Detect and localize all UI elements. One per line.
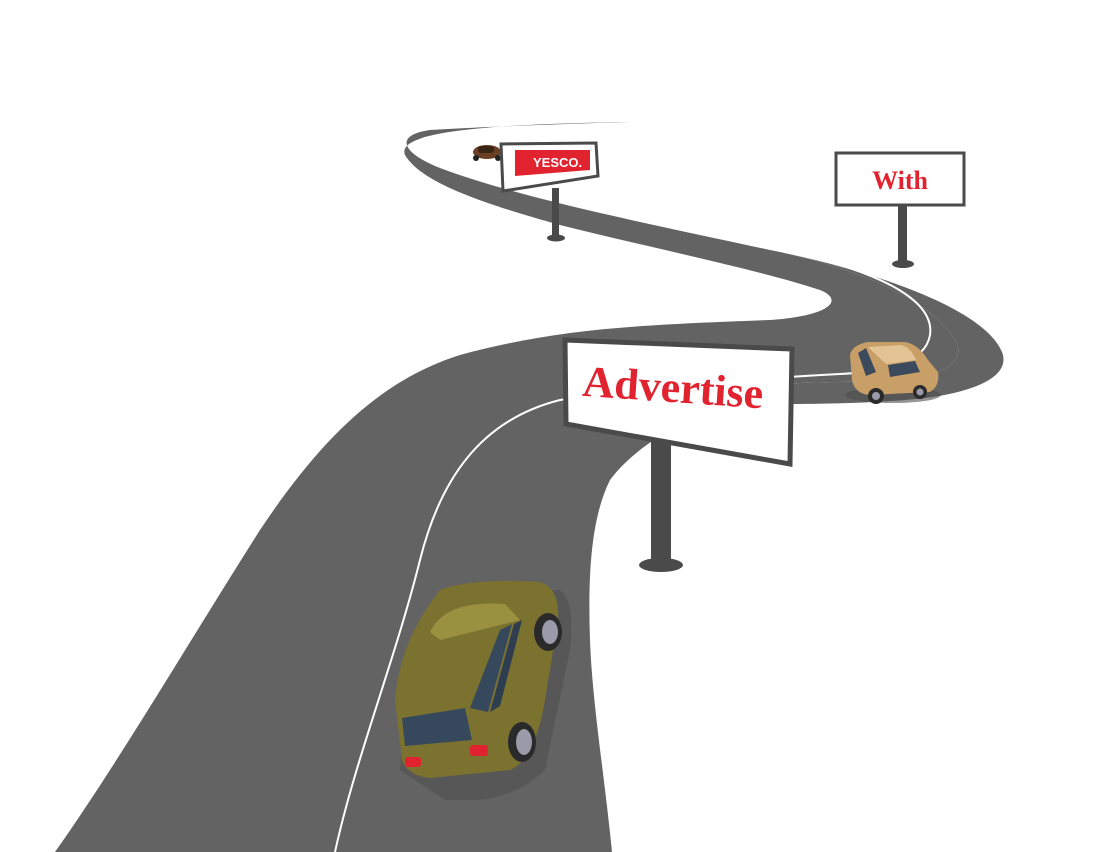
car-far (473, 145, 501, 161)
car-front (395, 581, 572, 800)
billboard-right-text: With (872, 166, 928, 195)
car-front-rear-window (402, 708, 472, 746)
billboard-far-text: YESCO. (533, 155, 582, 170)
billboard-right: With (834, 151, 966, 268)
car-mid (845, 342, 941, 404)
billboard-main: Advertise (562, 337, 795, 572)
billboard-far: YESCO. (499, 141, 600, 242)
lane-line (334, 123, 932, 852)
road (55, 122, 959, 852)
car-front-side-window (470, 624, 512, 712)
yesco-logo (515, 150, 590, 176)
